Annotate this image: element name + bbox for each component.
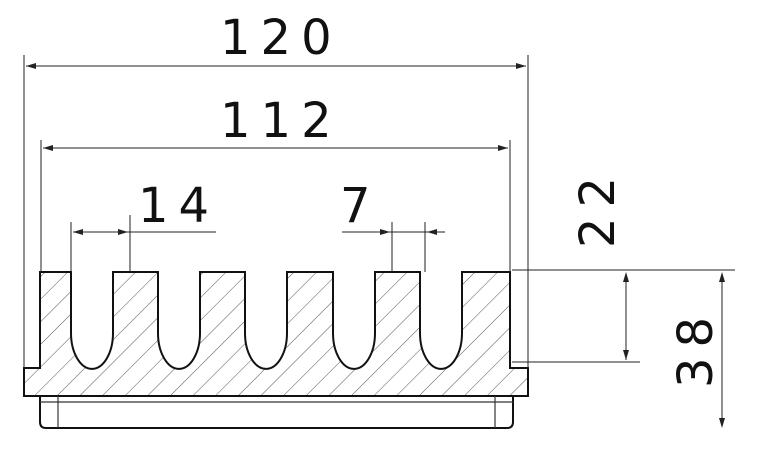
fin-height-label: 22	[570, 167, 626, 248]
total-height-label: 38	[668, 307, 724, 388]
dimension-inner-width: 112	[40, 93, 511, 272]
overall-width-label: 120	[220, 10, 342, 66]
inner-width-label: 112	[220, 93, 342, 149]
dimension-pitch: 14	[70, 178, 219, 272]
heatsink-section	[23, 271, 529, 397]
dimension-overall-width: 120	[23, 10, 529, 368]
base-lip	[39, 396, 514, 429]
dimension-fin-height: 22	[570, 167, 629, 360]
slot-gap-label: 7	[340, 178, 381, 234]
dimension-total-height: 38	[668, 272, 725, 428]
dimension-slot-gap: 7	[340, 178, 445, 272]
pitch-label: 14	[138, 178, 219, 234]
